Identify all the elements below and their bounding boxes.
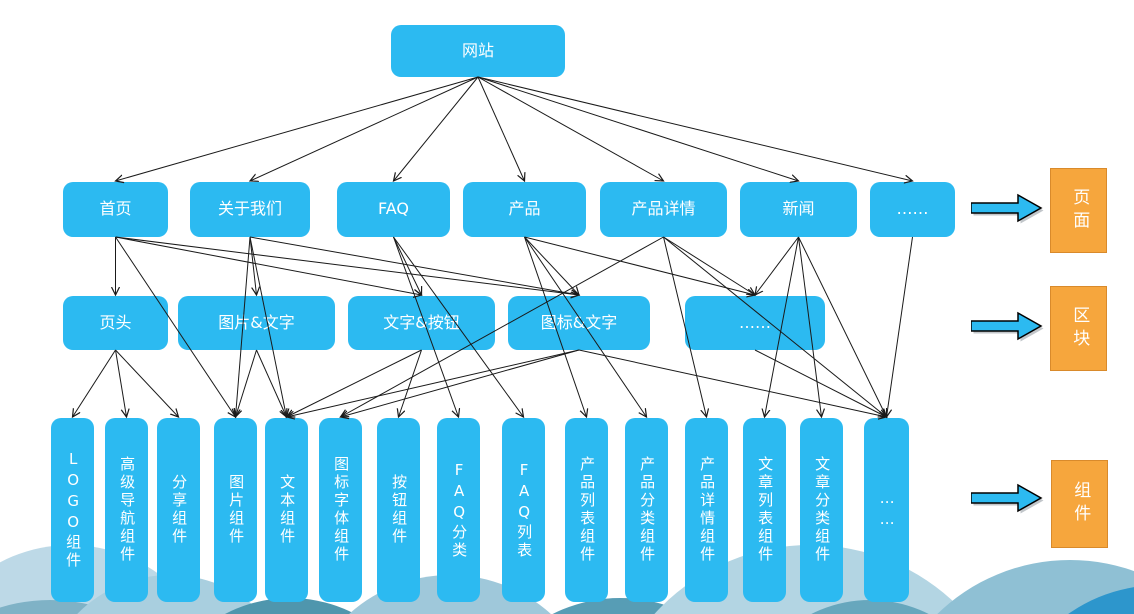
right-arrow-icon xyxy=(970,311,1043,341)
node-c_share: 分享组件 xyxy=(157,418,200,602)
node-c_btn: 按钮组件 xyxy=(377,418,420,602)
node-faq: FAQ xyxy=(337,182,450,237)
node-c_text: 文本组件 xyxy=(265,418,308,602)
node-c_faq_cat: FAQ分类 xyxy=(437,418,480,602)
node-site: 网站 xyxy=(391,25,565,77)
right-arrow-icon xyxy=(970,193,1043,223)
node-about: 关于我们 xyxy=(190,182,310,237)
node-label_components: 组件 xyxy=(1051,460,1108,548)
node-c_logo: LOGO组件 xyxy=(51,418,94,602)
flow-arrow-to-blocks xyxy=(970,311,1047,349)
node-label_pages: 页面 xyxy=(1050,168,1107,253)
node-product: 产品 xyxy=(463,182,586,237)
flow-arrow-to-pages xyxy=(970,193,1047,231)
node-c_prod_list: 产品列表组件 xyxy=(565,418,608,602)
right-arrow-icon xyxy=(970,483,1043,513)
node-c_prod_detail: 产品详情组件 xyxy=(685,418,728,602)
node-home: 首页 xyxy=(63,182,168,237)
node-detail: 产品详情 xyxy=(600,182,727,237)
node-c_more: …… xyxy=(864,418,909,602)
node-c_art_cat: 文章分类组件 xyxy=(800,418,843,602)
flow-arrow-to-components xyxy=(970,483,1047,521)
node-c_prod_cat: 产品分类组件 xyxy=(625,418,668,602)
node-c_iconfont: 图标字体组件 xyxy=(319,418,362,602)
node-c_img: 图片组件 xyxy=(214,418,257,602)
node-page_more: …… xyxy=(870,182,955,237)
node-label_blocks: 区块 xyxy=(1050,286,1107,371)
node-c_nav: 高级导航组件 xyxy=(105,418,148,602)
node-c_faq_list: FAQ列表 xyxy=(502,418,545,602)
node-c_art_list: 文章列表组件 xyxy=(743,418,786,602)
node-news: 新闻 xyxy=(740,182,857,237)
